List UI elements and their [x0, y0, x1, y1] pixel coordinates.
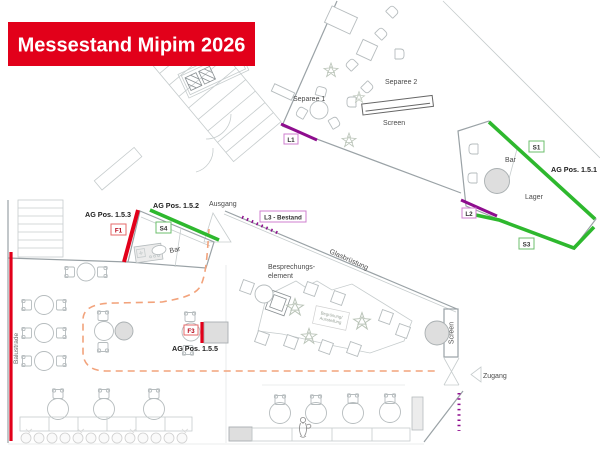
marker-s4: S4 — [155, 221, 172, 234]
fixture-lines — [9, 120, 597, 441]
marker-s3: S3 — [518, 237, 535, 250]
upper-hall-walls — [195, 0, 600, 194]
label-zugang: Zugang — [483, 373, 507, 380]
s1-line — [487, 120, 597, 221]
label-screen-top: Screen — [383, 120, 405, 127]
separee2-furniture — [323, 4, 405, 148]
lower-hall-tables — [21, 262, 405, 424]
label-besprechung-1: Besprechungs- — [268, 264, 316, 271]
l1-line — [280, 122, 318, 142]
label-balustrade: Balustrade — [13, 333, 20, 364]
screen-panel-upper — [361, 94, 435, 116]
marker-l2-label: L2 — [465, 211, 473, 218]
begruenung-label-1: Begrünung/ — [320, 310, 344, 320]
label-lager: Lager — [525, 194, 544, 201]
label-glasbruestung: Glasbrüstung — [328, 248, 369, 271]
marker-l1: L1 — [283, 133, 299, 145]
l3-dotted-line — [241, 215, 279, 235]
label-ag-153: AG Pos. 1.5.3 — [85, 210, 131, 219]
title-banner-text: Messestand Mipim 2026 — [18, 35, 246, 57]
label-ag-151: AG Pos. 1.5.1 — [551, 165, 597, 174]
marker-s1: S1 — [528, 140, 545, 153]
marker-s3-label: S3 — [523, 242, 531, 249]
separee1-furniture — [270, 83, 342, 130]
s3-line — [470, 212, 596, 251]
f1-line — [122, 209, 140, 263]
bottom-counters — [19, 390, 464, 444]
label-separee1: Separee 1 — [293, 96, 325, 103]
glass-balustrade-wall — [223, 210, 458, 313]
label-ag-155: AG Pos. 1.5.5 — [172, 344, 218, 353]
lower-hall-walls — [7, 199, 424, 445]
label-bar-lower: Bar — [169, 246, 182, 255]
visitor-route-dashed — [82, 228, 437, 372]
marker-s1-label: S1 — [533, 145, 541, 152]
label-separee2: Separee 2 — [385, 79, 417, 86]
marker-f3: F3 — [183, 324, 199, 336]
marker-s4-label: S4 — [160, 226, 168, 233]
label-bar-upper: Bar — [505, 157, 517, 164]
besprechungselement: Begrünung/ Ausstellung — [239, 279, 413, 357]
marker-f1: F1 — [110, 223, 127, 236]
marker-l3-label: L3 - Bestand — [264, 215, 302, 222]
label-besprechung-2: element — [268, 273, 293, 280]
label-ausgang: Ausgang — [209, 201, 237, 208]
marker-l3-bestand: L3 - Bestand — [259, 210, 307, 223]
label-ag-152: AG Pos. 1.5.2 — [153, 201, 199, 210]
begruenung-label-2: Ausstellung — [319, 315, 342, 325]
marker-l2: L2 — [461, 207, 477, 219]
l2-line — [460, 198, 498, 218]
s4-line — [149, 208, 220, 242]
label-screen-right: Screen — [449, 322, 456, 344]
marker-f3-label: F3 — [187, 328, 195, 335]
person-figure — [299, 416, 312, 438]
screen-block-right — [424, 308, 482, 386]
marker-l1-label: L1 — [287, 137, 295, 144]
planter-row — [20, 428, 189, 444]
title-banner: Messestand Mipim 2026 — [8, 22, 255, 66]
marker-f1-label: F1 — [115, 228, 123, 235]
